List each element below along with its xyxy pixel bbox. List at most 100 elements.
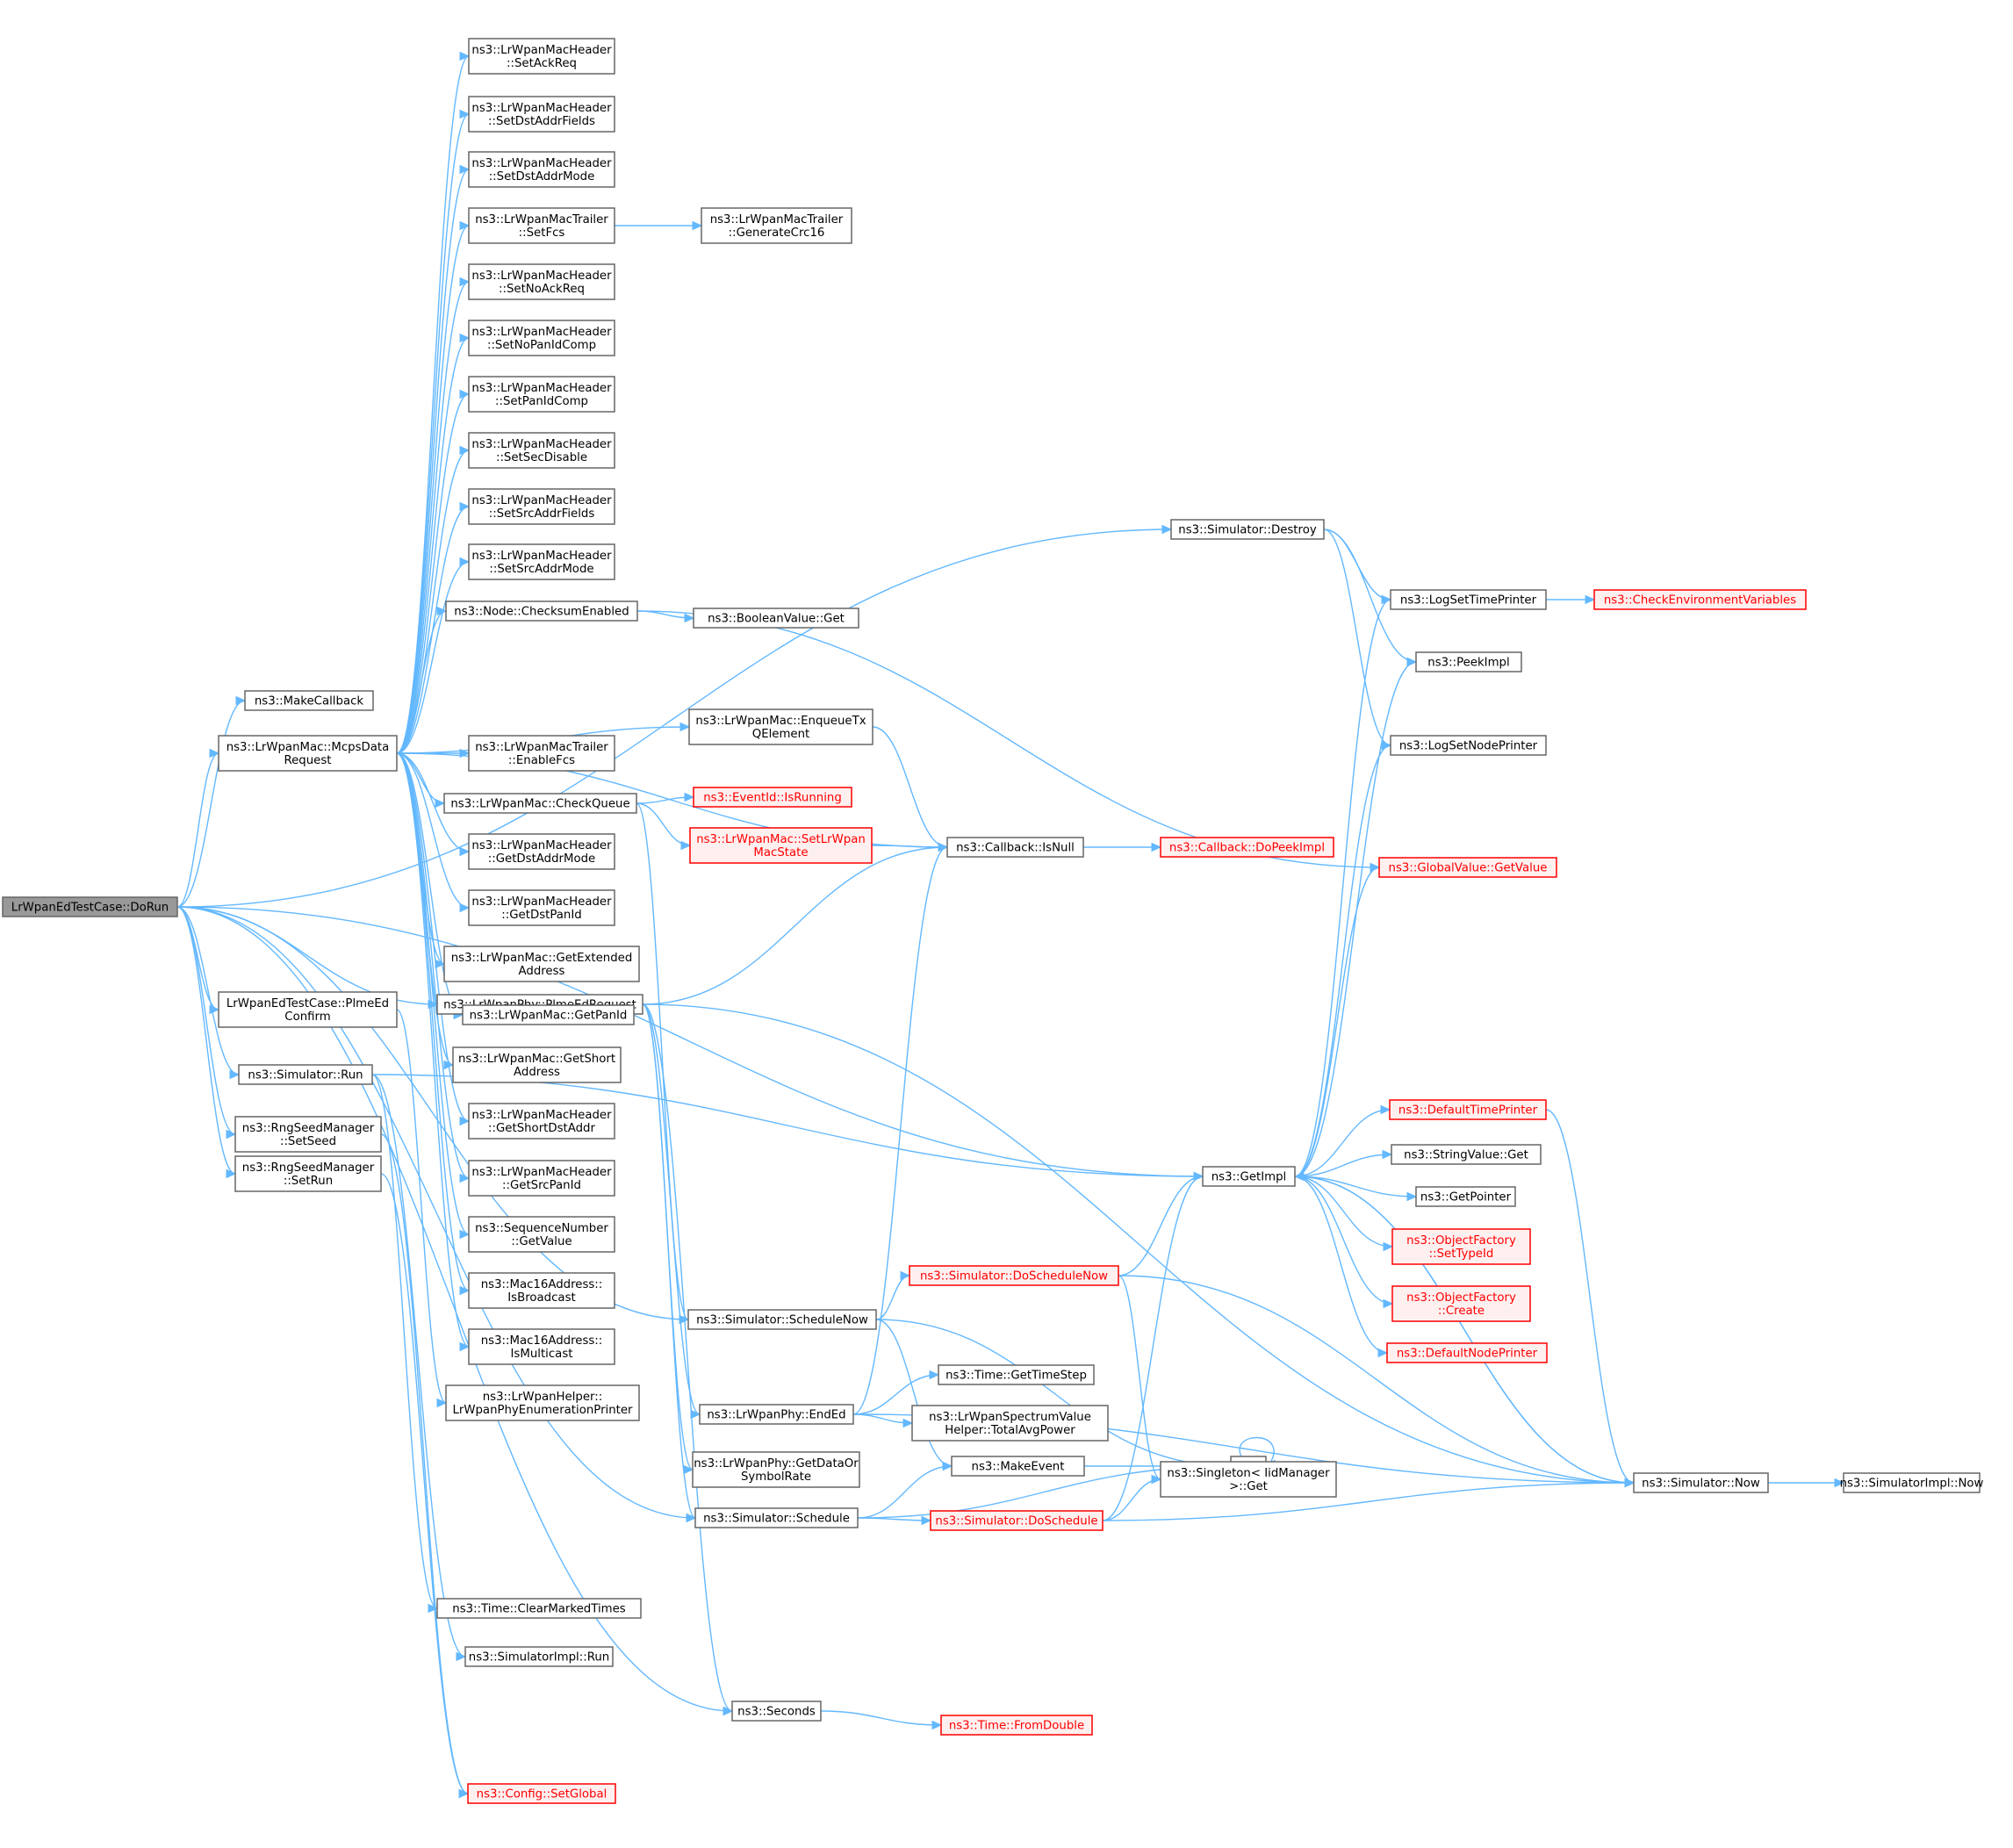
- node-label: ns3::ObjectFactory: [1406, 1291, 1516, 1305]
- edge-doRun-to-schedule: [176, 906, 696, 1519]
- node-makeEvent[interactable]: ns3::MakeEvent: [951, 1456, 1085, 1477]
- node-doSchedule[interactable]: ns3::Simulator::DoSchedule: [930, 1510, 1104, 1531]
- node-doScheduleNow[interactable]: ns3::Simulator::DoScheduleNow: [909, 1265, 1119, 1286]
- node-setNoAckReq[interactable]: ns3::LrWpanMacHeader::SetNoAckReq: [468, 263, 615, 300]
- node-ofCreate[interactable]: ns3::ObjectFactory::Create: [1391, 1285, 1531, 1322]
- node-enableFcs[interactable]: ns3::LrWpanMacTrailer::EnableFcs: [468, 735, 615, 772]
- edge-doRun-to-plmeEdReq: [176, 906, 438, 1005]
- node-box: [2, 896, 178, 917]
- edge-doScheduleNow-to-simNow: [1118, 1275, 1635, 1484]
- node-clearMarkedTimes[interactable]: ns3::Time::ClearMarkedTimes: [436, 1598, 642, 1619]
- node-cbIsNull[interactable]: ns3::Callback::IsNull: [946, 837, 1084, 858]
- node-label: ns3::GetImpl: [1211, 1171, 1286, 1184]
- arrowhead-seconds-to-fromDouble: [931, 1720, 943, 1730]
- node-label: ns3::Time::GetTimeStep: [945, 1370, 1087, 1383]
- node-getImpl[interactable]: ns3::GetImpl: [1202, 1166, 1296, 1187]
- node-schedule[interactable]: ns3::Simulator::Schedule: [694, 1507, 859, 1528]
- node-box: [693, 608, 859, 629]
- node-setSeed[interactable]: ns3::RngSeedManager::SetSeed: [234, 1116, 382, 1153]
- node-label: ns3::PeekImpl: [1427, 657, 1509, 670]
- node-label: ns3::LrWpanMac::McpsData: [226, 741, 390, 754]
- node-eventIsRunning[interactable]: ns3::EventId::IsRunning: [693, 787, 852, 808]
- node-lrWpanHelper[interactable]: ns3::LrWpanHelper::LrWpanPhyEnumerationP…: [445, 1384, 640, 1421]
- node-setNoPanIdComp[interactable]: ns3::LrWpanMacHeader::SetNoPanIdComp: [468, 320, 615, 356]
- node-label: ns3::LrWpanMacTrailer: [475, 213, 608, 227]
- node-doRun[interactable]: LrWpanEdTestCase::DoRun: [2, 896, 178, 917]
- node-destroy[interactable]: ns3::Simulator::Destroy: [1170, 519, 1325, 540]
- node-getDstAddrMode[interactable]: ns3::LrWpanMacHeader::GetDstAddrMode: [468, 833, 615, 870]
- node-totalAvgPower[interactable]: ns3::LrWpanSpectrumValueHelper::TotalAvg…: [911, 1405, 1109, 1442]
- arrowhead-getImpl-to-ofCreate: [1383, 1298, 1394, 1309]
- node-singletonGet[interactable]: ns3::Singleton< IidManager>::Get: [1160, 1461, 1337, 1498]
- edge-setSeed-to-setGlobal: [380, 1133, 469, 1794]
- node-getPanId[interactable]: ns3::LrWpanMac::GetPanId: [462, 1004, 635, 1025]
- node-box: [938, 1364, 1095, 1385]
- node-getDstPanId[interactable]: ns3::LrWpanMacHeader::GetDstPanId: [468, 889, 615, 926]
- node-setPanIdComp[interactable]: ns3::LrWpanMacHeader::SetPanIdComp: [468, 376, 615, 413]
- node-setFcs[interactable]: ns3::LrWpanMacTrailer::SetFcs: [468, 207, 615, 244]
- node-defaultTimePrinter[interactable]: ns3::DefaultTimePrinter: [1389, 1099, 1547, 1120]
- arrowhead-plmeEdReq-to-schedule: [686, 1513, 697, 1523]
- node-box: [1633, 1472, 1769, 1493]
- node-stringGet[interactable]: ns3::StringValue::Get: [1391, 1144, 1542, 1165]
- node-getTimeStep[interactable]: ns3::Time::GetTimeStep: [938, 1364, 1095, 1385]
- node-checkQueue[interactable]: ns3::LrWpanMac::CheckQueue: [443, 793, 637, 814]
- node-label: ns3::Callback::IsNull: [956, 842, 1075, 855]
- edge-doScheduleNow-to-getImpl: [1118, 1176, 1204, 1276]
- node-simRun[interactable]: ns3::Simulator::Run: [238, 1064, 373, 1085]
- node-isBroadcast[interactable]: ns3::Mac16Address::IsBroadcast: [468, 1272, 615, 1309]
- node-getSrcPanId[interactable]: ns3::LrWpanMacHeader::GetSrcPanId: [468, 1160, 615, 1197]
- node-generateCrc16[interactable]: ns3::LrWpanMacTrailer::GenerateCrc16: [701, 207, 852, 244]
- node-checkEnvVars[interactable]: ns3::CheckEnvironmentVariables: [1593, 589, 1807, 610]
- node-setDstAddrMode[interactable]: ns3::LrWpanMacHeader::SetDstAddrMode: [468, 151, 615, 188]
- node-label: ::GetShortDstAddr: [488, 1122, 595, 1135]
- node-setSrcAddrFields[interactable]: ns3::LrWpanMacHeader::SetSrcAddrFields: [468, 488, 615, 525]
- node-setDstAddrFields[interactable]: ns3::LrWpanMacHeader::SetDstAddrFields: [468, 96, 615, 133]
- edge-doSchedule-to-singletonGet: [1102, 1478, 1161, 1521]
- node-seconds[interactable]: ns3::Seconds: [731, 1701, 822, 1722]
- arrowhead-mcps-to-isMulticast: [459, 1341, 471, 1352]
- node-label: ::GetDstAddrMode: [488, 852, 595, 866]
- node-setSecDisable[interactable]: ns3::LrWpanMacHeader::SetSecDisable: [468, 432, 615, 469]
- node-seqGetValue[interactable]: ns3::SequenceNumber::GetValue: [468, 1216, 615, 1253]
- node-checksumEnabled[interactable]: ns3::Node::ChecksumEnabled: [445, 600, 638, 622]
- node-defaultNodePrinter[interactable]: ns3::DefaultNodePrinter: [1386, 1342, 1548, 1363]
- node-scheduleNow[interactable]: ns3::Simulator::ScheduleNow: [687, 1309, 877, 1330]
- node-booleanGet[interactable]: ns3::BooleanValue::Get: [693, 608, 859, 629]
- node-label: ::SetDstAddrMode: [489, 170, 595, 183]
- node-getPointer[interactable]: ns3::GetPointer: [1415, 1186, 1516, 1207]
- node-globalGetValue[interactable]: ns3::GlobalValue::GetValue: [1378, 857, 1557, 878]
- arrowhead-plmeEdReq-to-seconds: [723, 1706, 734, 1716]
- node-setRun[interactable]: ns3::RngSeedManager::SetRun: [234, 1155, 382, 1192]
- node-setAckReq[interactable]: ns3::LrWpanMacHeader::SetAckReq: [468, 38, 615, 75]
- node-box: [1415, 1186, 1516, 1207]
- node-simImplNow[interactable]: ns3::SimulatorImpl::Now: [1840, 1472, 1984, 1493]
- node-peekImpl[interactable]: ns3::PeekImpl: [1415, 651, 1522, 672]
- arrowhead-doRun-to-plmeEdReq: [428, 999, 439, 1010]
- node-simImplRun[interactable]: ns3::SimulatorImpl::Run: [464, 1646, 614, 1667]
- node-box: [468, 96, 615, 133]
- node-label: ns3::LrWpanMacHeader: [471, 102, 612, 115]
- node-logSetNodePrinter[interactable]: ns3::LogSetNodePrinter: [1390, 735, 1547, 756]
- node-label: ns3::Config::SetGlobal: [477, 1788, 607, 1801]
- node-isMulticast[interactable]: ns3::Mac16Address::IsMulticast: [468, 1328, 615, 1365]
- node-ofSetTypeId[interactable]: ns3::ObjectFactory::SetTypeId: [1391, 1228, 1531, 1265]
- node-label: ns3::CheckEnvironmentVariables: [1604, 594, 1796, 608]
- node-setSrcAddrMode[interactable]: ns3::LrWpanMacHeader::SetSrcAddrMode: [468, 543, 615, 580]
- node-fromDouble[interactable]: ns3::Time::FromDouble: [940, 1715, 1093, 1736]
- node-simNow[interactable]: ns3::Simulator::Now: [1633, 1472, 1769, 1493]
- node-cbDoPeekImpl[interactable]: ns3::Callback::DoPeekImpl: [1160, 837, 1334, 858]
- node-setGlobal[interactable]: ns3::Config::SetGlobal: [467, 1783, 616, 1804]
- node-makeCallback[interactable]: ns3::MakeCallback: [244, 690, 374, 711]
- node-logSetTimePrinter[interactable]: ns3::LogSetTimePrinter: [1390, 589, 1547, 610]
- node-box: [462, 1004, 635, 1025]
- node-getShortDstAddr[interactable]: ns3::LrWpanMacHeader::GetShortDstAddr: [468, 1103, 615, 1140]
- node-endEd[interactable]: ns3::LrWpanPhy::EndEd: [699, 1404, 854, 1425]
